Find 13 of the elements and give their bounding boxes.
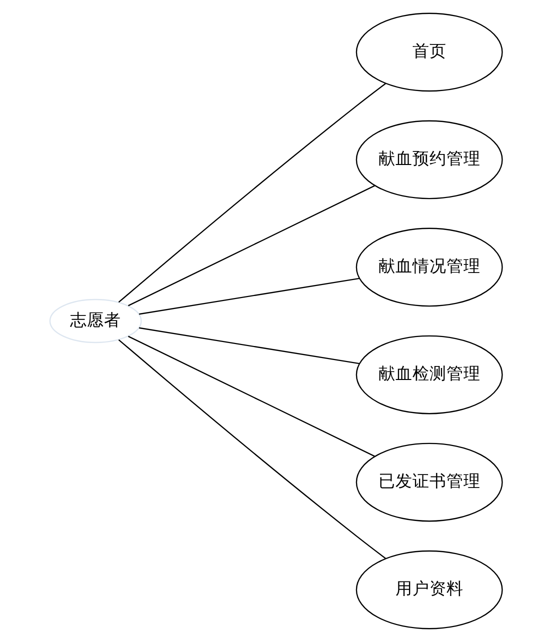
connector <box>128 336 375 457</box>
connector <box>128 185 375 306</box>
node-ellipse: 献血情况管理 <box>355 228 502 307</box>
node-ellipse: 献血预约管理 <box>355 120 502 200</box>
node-ellipse: 已发证书管理 <box>355 442 502 522</box>
node-ellipse: 志愿者 <box>48 298 142 344</box>
connector <box>138 327 359 364</box>
node-ellipse: 献血检测管理 <box>355 335 502 414</box>
connector <box>118 339 386 560</box>
connector <box>118 82 386 303</box>
node-ellipse: 首页 <box>355 12 502 92</box>
node-ellipse: 用户资料 <box>355 550 502 630</box>
connector <box>138 278 359 315</box>
